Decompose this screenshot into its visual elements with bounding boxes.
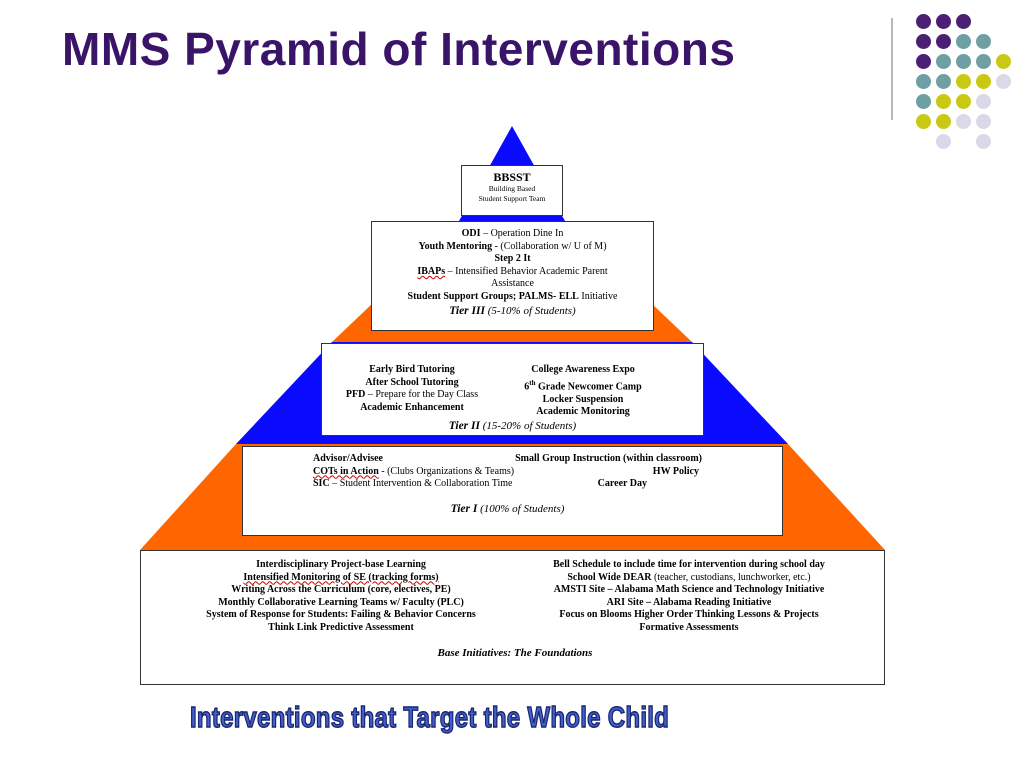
tier-2-box: Early Bird Tutoring After School Tutorin… <box>321 343 704 436</box>
tier2-after-school: After School Tutoring <box>365 376 459 388</box>
bbsst-sub2: Student Support Team <box>478 194 546 203</box>
tier1-cots: COTs in Action - (Clubs Organizations & … <box>313 465 515 477</box>
dot <box>976 54 991 69</box>
tier3-line-step2it: Step 2 It <box>494 253 531 265</box>
base-right-4: ARI Site – Alabama Reading Initiative <box>606 596 772 608</box>
slide-title: MMS Pyramid of Interventions <box>62 23 736 75</box>
title-divider <box>891 18 893 120</box>
tier2-early-bird: Early Bird Tutoring <box>369 364 455 375</box>
dot <box>936 134 951 149</box>
tier3-label: Tier III (5-10% of Students) <box>449 304 576 317</box>
base-left-6: Think Link Predictive Assessment <box>268 621 414 633</box>
tier2-pfd: PFD – Prepare for the Day Class <box>345 389 479 401</box>
dot <box>976 114 991 129</box>
tier1-career-day: Career Day <box>597 478 647 490</box>
tier3-line-odi: ODI – Operation Dine In <box>461 228 564 239</box>
dot <box>956 94 971 109</box>
base-left-4: Monthly Collaborative Learning Teams w/ … <box>218 596 464 608</box>
dot <box>916 74 931 89</box>
bottom-banner: Interventions that Target the Whole Chil… <box>189 701 670 734</box>
tier2-newcomer-camp: 6th Grade Newcomer Camp <box>524 378 642 392</box>
dot <box>936 74 951 89</box>
tier3-line-support-groups: Student Support Groups; PALMS- ELL Initi… <box>407 290 618 302</box>
dot <box>936 94 951 109</box>
tier2-college-expo: College Awareness Expo <box>531 364 635 375</box>
dot <box>976 134 991 149</box>
dot <box>936 34 951 49</box>
base-left-3: Writing Across the Curriculum (core, ele… <box>231 584 451 596</box>
tier1-row-1: Advisor/Advisee Small Group Instruction … <box>313 453 702 466</box>
dot <box>916 114 931 129</box>
tier1-advisor: Advisor/Advisee <box>313 453 383 464</box>
dot <box>936 54 951 69</box>
base-initiatives-box: Interdisciplinary Project-base Learning … <box>140 550 885 685</box>
dot <box>956 14 971 29</box>
dot <box>936 14 951 29</box>
tier1-hw-policy: HW Policy <box>652 465 699 477</box>
base-footer-label: Base Initiatives: The Foundations <box>437 646 593 659</box>
base-right-column: Bell Schedule to include time for interv… <box>524 559 854 635</box>
bbsst-box: BBSST Building Based Student Support Tea… <box>461 165 563 216</box>
dot <box>916 34 931 49</box>
dot <box>996 74 1011 89</box>
tier1-row-3: SIC – Student Intervention & Collaborati… <box>313 478 702 491</box>
tier-3-box: ODI – Operation Dine In Youth Mentoring … <box>371 221 654 331</box>
dot <box>956 34 971 49</box>
base-right-3: AMSTI Site – Alabama Math Science and Te… <box>553 584 825 596</box>
tier2-academic-monitoring: Academic Monitoring <box>536 406 630 418</box>
dot <box>996 54 1011 69</box>
tier2-locker-suspension: Locker Suspension <box>542 393 624 405</box>
tier1-sic: SIC – Student Intervention & Collaborati… <box>313 478 513 490</box>
tier3-line-youth: Youth Mentoring - (Collaboration w/ U of… <box>418 240 607 252</box>
tier1-row-2: COTs in Action - (Clubs Organizations & … <box>313 466 702 479</box>
base-right-6: Formative Assessments <box>639 621 739 633</box>
dot <box>936 114 951 129</box>
bbsst-sub1: Building Based <box>488 184 536 193</box>
dot <box>916 54 931 69</box>
dot <box>956 74 971 89</box>
dot <box>916 94 931 109</box>
base-right-5: Focus on Blooms Higher Order Thinking Le… <box>559 609 819 621</box>
dot <box>916 14 931 29</box>
tier-1-box: Advisor/Advisee Small Group Instruction … <box>242 446 783 536</box>
tier1-label: Tier I (100% of Students) <box>450 502 565 515</box>
tier1-small-group: Small Group Instruction (within classroo… <box>515 453 702 464</box>
base-left-column: Interdisciplinary Project-base Learning … <box>176 559 506 635</box>
base-right-2: School Wide DEAR (teacher, custodians, l… <box>567 571 811 583</box>
tier2-right-column: College Awareness Expo 6th Grade Newcome… <box>503 364 663 419</box>
tier2-label: Tier II (15-20% of Students) <box>448 419 577 432</box>
dot <box>956 114 971 129</box>
dot <box>976 74 991 89</box>
base-left-2: Intensified Monitoring of SE (tracking f… <box>243 571 439 583</box>
dot <box>956 54 971 69</box>
base-left-5: System of Response for Students: Failing… <box>206 609 476 621</box>
tier3-line-ibaps: IBAPs – Intensified Behavior Academic Pa… <box>417 265 608 277</box>
tier3-line-assistance: Assistance <box>491 278 534 290</box>
base-left-1: Interdisciplinary Project-base Learning <box>256 559 426 570</box>
decorative-dot-grid <box>900 14 1020 164</box>
tier2-academic-enhancement: Academic Enhancement <box>360 401 464 413</box>
dot <box>976 34 991 49</box>
bbsst-heading: BBSST <box>493 170 531 184</box>
tier2-left-column: Early Bird Tutoring After School Tutorin… <box>332 364 492 419</box>
dot <box>976 94 991 109</box>
base-right-1: Bell Schedule to include time for interv… <box>553 559 825 570</box>
